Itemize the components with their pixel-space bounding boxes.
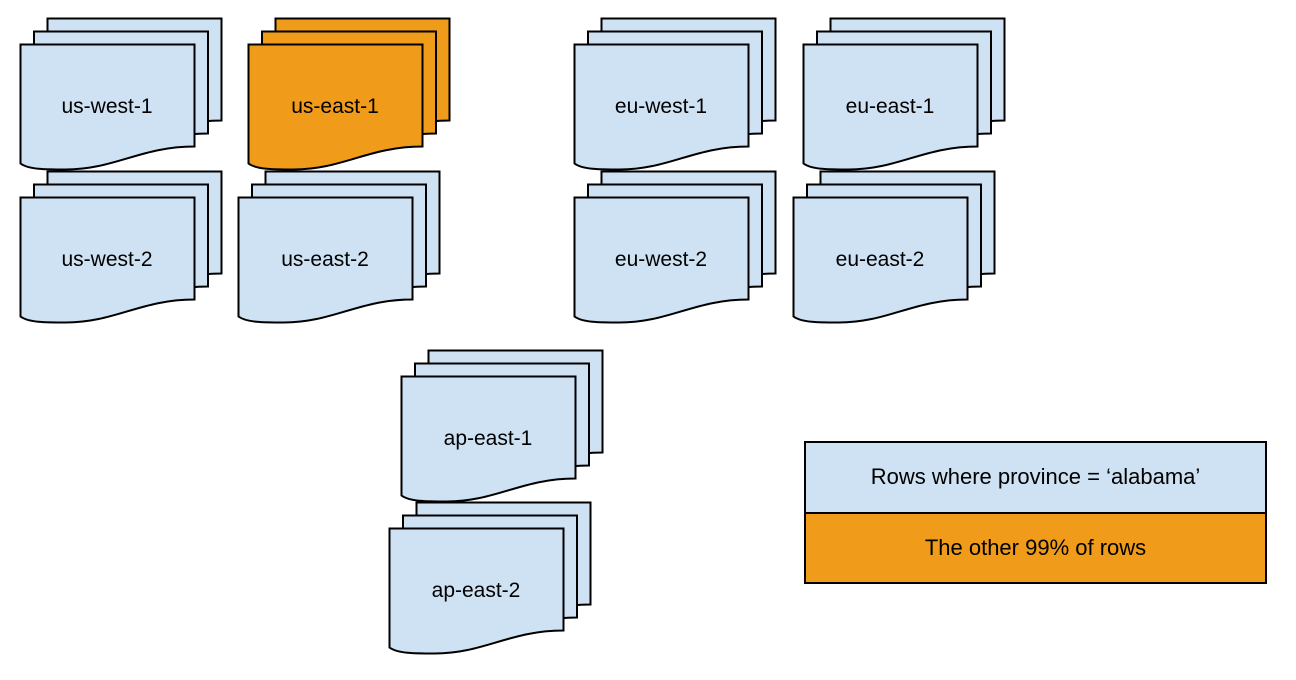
stack-label: ap-east-2 <box>431 579 521 602</box>
document-stack-graphic <box>388 501 591 655</box>
region-stack-us-east-1: us-east-1 <box>247 17 453 173</box>
stack-label: eu-east-1 <box>845 95 935 118</box>
legend-label: Rows where province = ‘alabama’ <box>870 464 1201 490</box>
document-shape-front <box>573 43 749 171</box>
stack-label: us-east-1 <box>291 95 379 118</box>
document-stack-graphic <box>19 170 222 324</box>
document-shape-front <box>400 375 576 503</box>
document-stack-graphic <box>237 170 440 324</box>
stack-label: us-west-1 <box>61 95 153 118</box>
legend-item-other-rows: The other 99% of rows <box>806 511 1265 582</box>
document-stack-graphic <box>573 170 776 324</box>
region-stack-ap-east-1: ap-east-1 <box>400 349 606 505</box>
stack-label: eu-west-2 <box>614 248 708 271</box>
document-stack-graphic <box>573 17 776 171</box>
document-stack-graphic <box>802 17 1005 171</box>
region-stack-eu-west-2: eu-west-2 <box>573 170 779 326</box>
document-shape-front <box>247 43 423 171</box>
region-stack-us-west-2: us-west-2 <box>19 170 225 326</box>
document-shape-front <box>802 43 978 171</box>
document-shape-front <box>388 527 564 655</box>
region-stack-eu-east-2: eu-east-2 <box>792 170 998 326</box>
region-stack-eu-west-1: eu-west-1 <box>573 17 779 173</box>
stack-label: us-east-2 <box>281 248 369 271</box>
document-shape-front <box>237 196 413 324</box>
document-shape-front <box>19 196 195 324</box>
document-shape-front <box>792 196 968 324</box>
document-stack-graphic <box>400 349 603 503</box>
region-stack-us-west-1: us-west-1 <box>19 17 225 173</box>
stack-label: us-west-2 <box>61 248 153 271</box>
region-stack-eu-east-1: eu-east-1 <box>802 17 1008 173</box>
document-shape-front <box>19 43 195 171</box>
stack-label: ap-east-1 <box>443 427 533 450</box>
document-shape-front <box>573 196 749 324</box>
legend-item-alabama-rows: Rows where province = ‘alabama’ <box>806 443 1265 512</box>
stack-label: eu-east-2 <box>835 248 925 271</box>
document-stack-graphic <box>792 170 995 324</box>
legend-label: The other 99% of rows <box>924 534 1147 560</box>
document-stack-graphic <box>19 17 222 171</box>
region-stack-ap-east-2: ap-east-2 <box>388 501 594 657</box>
legend: Rows where province = ‘alabama’ The othe… <box>804 441 1267 584</box>
region-stack-us-east-2: us-east-2 <box>237 170 443 326</box>
stack-label: eu-west-1 <box>614 95 708 118</box>
document-stack-graphic <box>247 17 450 171</box>
